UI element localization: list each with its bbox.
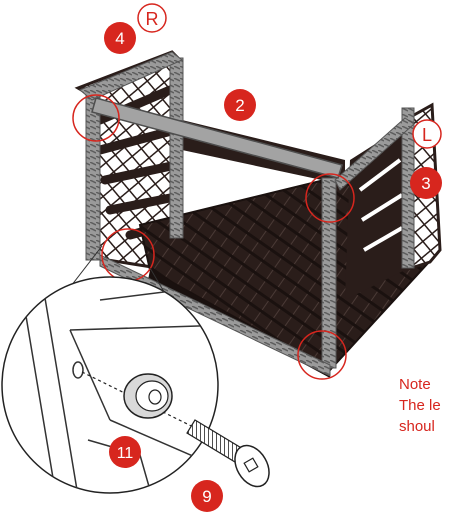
callout-part-11-label: 11 [117,445,134,462]
side-label-right-text: R [146,9,159,29]
top-rail-left [334,117,415,191]
crossbar [91,97,343,179]
callout-part-4: 4 [104,22,136,54]
post-back-right [169,57,184,239]
side-panel-weave [95,85,181,240]
left-panel-weave [358,158,404,252]
note-line-1: Note [399,376,431,393]
callout-part-4-label: 4 [115,29,124,48]
post-front-right [85,94,101,261]
callout-part-9: 9 [191,480,223,512]
side-label-left-text: L [422,125,432,145]
callout-part-3-label: 3 [421,174,430,193]
joint-circle-bottom-left [297,330,347,380]
bottom-rail-front [99,254,331,377]
assembly-note: Note The le shoul [399,374,474,437]
joint-circle-top-left [305,173,355,223]
post-front-left [321,177,337,369]
frame-tubes [79,51,415,377]
callout-part-9-label: 9 [202,487,211,506]
note-line-2: The le [399,397,441,414]
callout-part-2: 2 [224,89,256,121]
side-label-left: L [412,119,442,149]
bolt-icon [186,419,270,488]
washer-icon [123,373,173,419]
callout-part-3: 3 [410,167,442,199]
wicker-stool [72,50,442,380]
note-line-3: shoul [399,418,435,435]
callout-part-11: 11 [109,436,141,468]
callout-part-2-label: 2 [235,96,244,115]
joint-circle-top-right [72,94,120,142]
side-label-right: R [137,3,167,33]
